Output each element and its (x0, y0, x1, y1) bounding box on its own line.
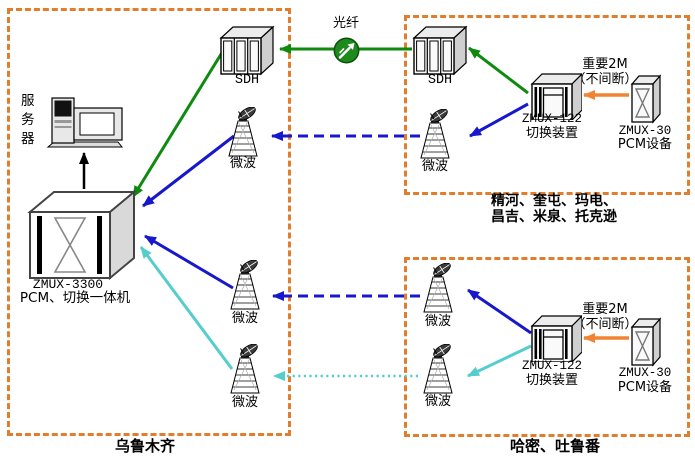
zmux-30-sublabel: PCM设备 (617, 380, 673, 395)
microwave-icon (226, 344, 264, 396)
microwave-icon (419, 263, 457, 315)
link-zmux122e-to-microwave1 (467, 288, 532, 335)
sdh-label: SDH (427, 73, 453, 88)
sdh-right-icon (412, 24, 468, 76)
link-sdh-left-to-zmux3300 (131, 50, 225, 198)
zmux-30-label: ZMUX-30 (618, 124, 672, 138)
region-box-urumqi (7, 8, 291, 436)
link-microwave3-to-zmux3300 (139, 246, 234, 370)
microwave-icon (416, 109, 454, 161)
link-zmux122e-to-microwave2 (467, 344, 532, 378)
important-2m-sublabel: （不间断） (572, 72, 638, 87)
microwave-icon (224, 107, 262, 159)
microwave-label: 微波 (231, 395, 258, 410)
microwave-icon (226, 260, 264, 312)
important-2m-label: 重要2M (582, 57, 628, 72)
link-microwave1-to-zmux3300 (142, 134, 235, 208)
fiber-connector-icon (333, 37, 360, 64)
region-box-east-cities (404, 257, 690, 437)
region-box-north-cities (404, 15, 690, 195)
link-zmux122n-to-sdh (468, 46, 529, 95)
server-icon (46, 97, 124, 148)
region-label-north-cities-line2: 昌吉、米泉、托克逊 (491, 209, 617, 225)
zmux-3300-sublabel: PCM、切换一体机 (19, 290, 131, 306)
region-label-east-cities: 哈密、吐鲁番 (509, 437, 600, 455)
zmux-3300-icon (27, 189, 137, 281)
region-label-urumqi: 乌鲁木齐 (114, 437, 175, 455)
microwave-label: 微波 (424, 394, 451, 409)
zmux-122-sublabel: 切换装置 (525, 373, 578, 388)
important-2m-sublabel: （不间断） (572, 317, 638, 332)
server-label: 服务器 (21, 93, 35, 147)
microwave-label: 微波 (229, 156, 256, 171)
important-2m-label: 重要2M (582, 302, 628, 317)
sdh-label: SDH (234, 73, 260, 88)
link-microwave2-to-zmux3300 (144, 234, 234, 290)
zmux-122-sublabel: 切换装置 (525, 126, 578, 141)
microwave-icon (419, 344, 457, 396)
zmux-3300-label: ZMUX-3300 (32, 277, 104, 292)
microwave-label: 微波 (231, 311, 258, 326)
microwave-label: 微波 (421, 159, 448, 174)
zmux-30-sublabel: PCM设备 (617, 137, 673, 152)
region-label-north-cities-line1: 精河、奎屯、玛电、 (491, 193, 617, 209)
fiber-label: 光纤 (332, 16, 359, 31)
microwave-label: 微波 (424, 314, 451, 329)
zmux-122-label: ZMUX-122 (521, 112, 582, 126)
zmux-122-label: ZMUX-122 (521, 359, 582, 373)
sdh-left-icon (219, 24, 275, 76)
link-zmux122n-to-microwave (469, 102, 529, 138)
zmux-30-label: ZMUX-30 (618, 366, 672, 380)
